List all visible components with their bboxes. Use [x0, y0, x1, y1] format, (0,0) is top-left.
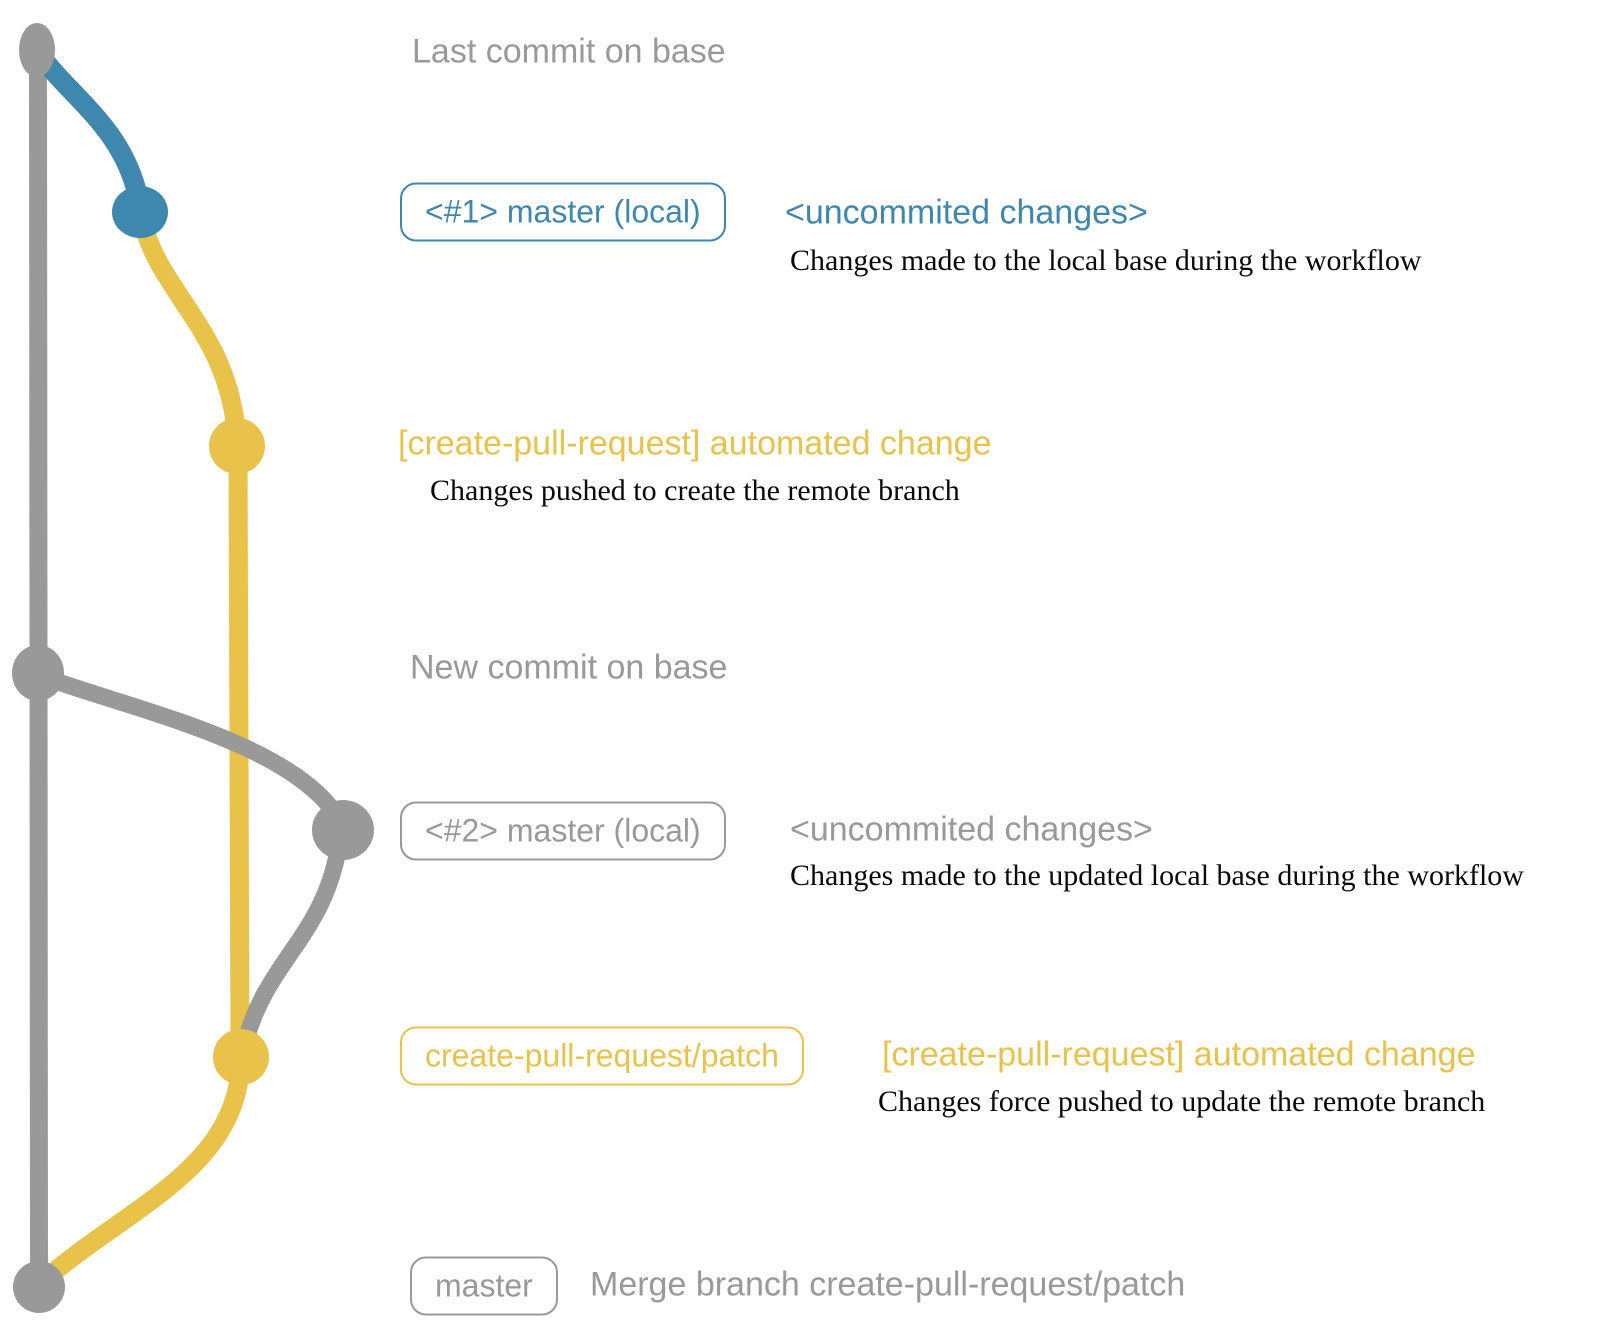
desc-changes-local-base: Changes made to the local base during th… [790, 243, 1422, 277]
local-master1-branch-curve [28, 42, 150, 216]
note-automated-change-2: [create-pull-request] automated change [882, 1035, 1476, 1074]
branch-badge-master: master [410, 1256, 558, 1316]
branch-badge-master2-local: <#2> master (local) [400, 801, 726, 861]
note-automated-change-1: [create-pull-request] automated change [398, 424, 992, 463]
branch-badge-create-pull-request-patch: create-pull-request/patch [400, 1026, 804, 1086]
branch-badge-master1-local: <#1> master (local) [400, 182, 726, 242]
desc-pushed-create-remote: Changes pushed to create the remote bran… [430, 473, 960, 507]
local-master2-branch-curve [29, 666, 351, 833]
commit-node-last-base [19, 23, 55, 77]
note-merge-branch: Merge branch create-pull-request/patch [590, 1265, 1186, 1304]
note-uncommited-changes-1: <uncommited changes> [785, 193, 1148, 232]
patch-branch-merge-curve [32, 1050, 251, 1292]
label-last-commit-on-base: Last commit on base [412, 32, 726, 71]
local-master2-to-patch-curve [237, 829, 349, 1049]
patch-branch-curve-from-master1 [131, 206, 247, 452]
desc-changes-updated-local-base: Changes made to the updated local base d… [790, 858, 1524, 892]
commit-node-master2-local [312, 800, 374, 860]
commit-node-merge [13, 1261, 65, 1313]
note-uncommited-changes-2: <uncommited changes> [790, 810, 1153, 849]
commit-node-patch-push1 [209, 418, 265, 474]
commit-node-patch-push2 [213, 1029, 269, 1085]
label-new-commit-on-base: New commit on base [410, 648, 728, 687]
commit-node-master1-local [112, 186, 168, 238]
commit-node-new-base [12, 645, 64, 701]
desc-force-pushed-update-remote: Changes force pushed to update the remot… [878, 1084, 1486, 1118]
